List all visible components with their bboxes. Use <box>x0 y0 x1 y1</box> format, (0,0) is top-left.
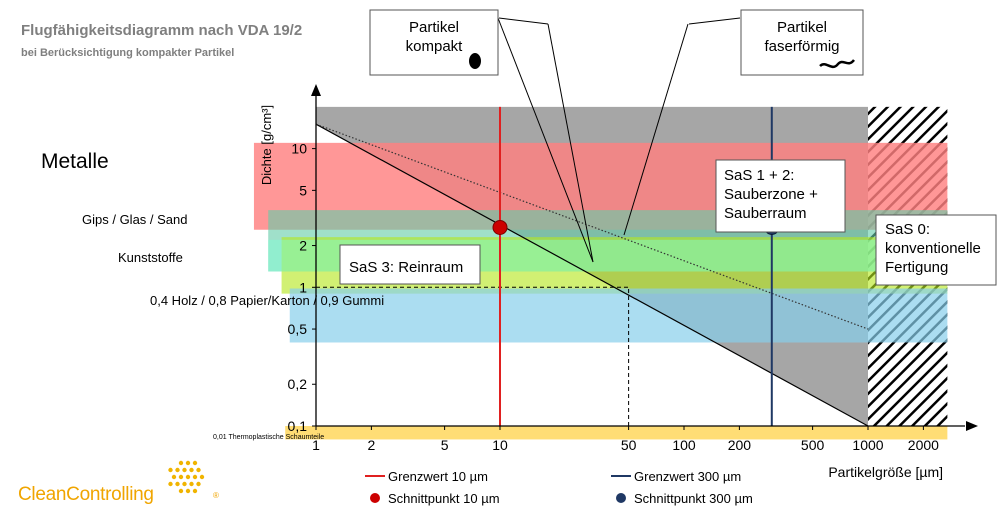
y-tick-label: 1 <box>299 279 307 295</box>
x-tick-label: 500 <box>801 437 825 453</box>
annotation-sas12-line: SaS 1 + 2: <box>724 167 794 184</box>
x-axis-label: Partikelgröße [µm] <box>828 464 943 480</box>
x-tick-label: 10 <box>492 437 508 453</box>
brand-dot <box>182 481 187 487</box>
brand-dot <box>178 488 184 494</box>
annotation-box-sas3 <box>339 244 481 285</box>
brand-dot <box>189 481 194 487</box>
callout-box-faser <box>740 9 864 76</box>
brand-dot <box>196 467 201 473</box>
y-axis-label: Dichte [g/cm³] <box>259 105 274 185</box>
y-tick-label: 10 <box>291 141 307 157</box>
x-tick-label: 100 <box>672 437 696 453</box>
annotation-box-sas12 <box>715 159 846 233</box>
legend-label-limit-10um: Grenzwert 10 µm <box>388 469 488 484</box>
callout-line-kompakt-2 <box>547 23 594 263</box>
y-tick-label: 5 <box>299 182 307 198</box>
x-tick-label: 5 <box>441 437 449 453</box>
brand-dot <box>185 488 191 494</box>
annotation-sas0-line: konventionelle <box>885 240 981 257</box>
brand-logo-text: CleanControlling <box>18 484 154 506</box>
band-label-holz: 0,4 Holz / 0,8 Papier/Karton / 0,9 Gummi <box>150 293 384 308</box>
annotation-box-sas0 <box>875 214 997 286</box>
brand-registered-mark: ® <box>213 491 219 500</box>
callout-faser-line: Partikel <box>777 19 827 36</box>
band-4 <box>285 426 948 440</box>
legend-swatch-point-300um <box>616 493 626 503</box>
annotation-sas12-line: Sauberzone + <box>724 186 818 203</box>
x-tick-label: 2 <box>367 437 375 453</box>
x-tick-label: 200 <box>728 437 752 453</box>
brand-dot <box>185 460 191 466</box>
x-axis-arrow <box>966 421 978 431</box>
x-tick-label: 50 <box>621 437 637 453</box>
fiber-dotted-line <box>315 123 869 330</box>
x-tick-label: 1 <box>312 437 320 453</box>
annotation-sas0-line: Fertigung <box>885 259 948 276</box>
fiber-icon <box>819 59 855 69</box>
brand-dot <box>178 474 184 480</box>
brand-dot <box>192 488 198 494</box>
brand-part1: Clean <box>18 484 67 505</box>
brand-dot <box>175 467 180 473</box>
brand-dot <box>185 474 191 480</box>
legend-swatch-point-10um <box>370 493 380 503</box>
brand-dot <box>182 467 187 473</box>
blob-icon <box>469 53 481 69</box>
y-tick-label: 0,5 <box>288 321 308 337</box>
legend-label-limit-300um: Grenzwert 300 µm <box>634 469 741 484</box>
annotation-sas3: SaS 3: Reinraum <box>349 259 463 276</box>
x-tick-label: 1000 <box>852 437 883 453</box>
annotation-sas12-line: Sauberraum <box>724 205 807 222</box>
brand-dot <box>168 481 173 487</box>
y-axis-arrow <box>311 84 321 96</box>
legend-label-point-10um: Schnittpunkt 10 µm <box>388 491 500 506</box>
callout-kompakt-line: Partikel <box>409 19 459 36</box>
callout-line-kompakt-top <box>498 17 549 25</box>
brand-dot <box>199 474 205 480</box>
brand-dot <box>168 467 173 473</box>
point-10um <box>492 219 508 235</box>
brand-dot <box>178 460 184 466</box>
callout-faser-line: faserförmig <box>764 38 839 55</box>
callout-kompakt-line: kompakt <box>406 38 464 55</box>
band-3 <box>289 288 948 343</box>
brand-dot <box>175 481 180 487</box>
brand-dot <box>192 474 198 480</box>
y-tick-label: 0,2 <box>288 376 308 392</box>
brand-part2: Controlling <box>66 484 154 505</box>
band-label-schaum: 0,01 Thermoplastische Schaumteile <box>213 434 324 441</box>
y-tick-label: 2 <box>299 238 307 254</box>
brand-dot <box>192 460 198 466</box>
annotation-sas0-line: SaS 0: <box>885 221 930 238</box>
brand-dot <box>189 467 194 473</box>
brand-dot <box>196 481 201 487</box>
band-label-gips: Gips / Glas / Sand <box>82 212 188 227</box>
brand-dot <box>171 474 177 480</box>
callout-line-faser-top <box>688 17 741 25</box>
callout-line-kompakt <box>497 17 594 263</box>
chart-title: Flugfähigkeitsdiagramm nach VDA 19/2 <box>21 22 303 39</box>
chart-subtitle: bei Berücksichtigung kompakter Partikel <box>21 47 235 59</box>
callout-line-faser <box>623 23 689 236</box>
band-label-kunststoffe: Kunststoffe <box>118 250 183 265</box>
legend-label-point-300um: Schnittpunkt 300 µm <box>634 491 753 506</box>
x-tick-label: 2000 <box>908 437 939 453</box>
band-label-metalle: Metalle <box>41 150 109 173</box>
limit-diagonal-line <box>315 123 869 427</box>
y-tick-label: 0,1 <box>288 418 308 434</box>
